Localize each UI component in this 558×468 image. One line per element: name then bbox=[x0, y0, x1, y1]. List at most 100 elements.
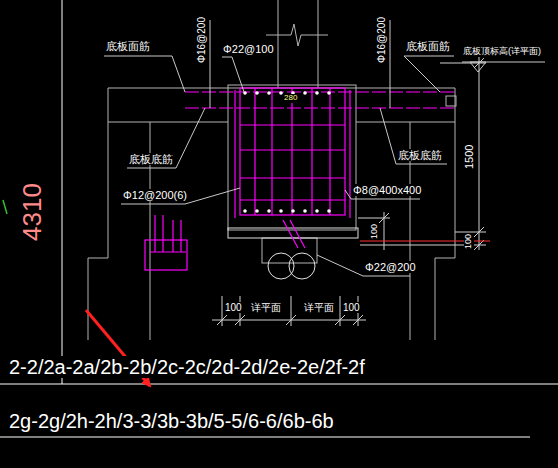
rebar-spec: Φ16@200 bbox=[376, 16, 387, 64]
rebar bbox=[271, 88, 272, 215]
section-list: 2g-2g/2h-2h/3-3/3b-3b/5-5/6-6/6b-6b bbox=[8, 410, 335, 432]
leader-lines bbox=[351, 199, 420, 200]
rebar-dot bbox=[315, 91, 319, 95]
dimension-lines bbox=[286, 315, 296, 325]
concrete-outline bbox=[318, 0, 319, 88]
dimension-lines bbox=[222, 296, 223, 326]
rebar bbox=[240, 177, 345, 178]
base-plate bbox=[228, 228, 358, 279]
section-list: 2-2/2a-2a/2b-2b/2c-2c/2d-2d/2e-2e/2f-2f bbox=[8, 356, 366, 378]
rebar-spec: Φ8@400x400 bbox=[352, 184, 422, 196]
dimension: 280 bbox=[283, 94, 298, 103]
rebar bbox=[240, 199, 345, 200]
leader-lines bbox=[404, 56, 454, 92]
dimension-note: 详平面 bbox=[250, 302, 282, 313]
concrete-outline bbox=[88, 0, 456, 340]
rebar-spec: Φ22@200 bbox=[364, 261, 417, 273]
base-plate bbox=[289, 253, 315, 279]
dimension: 100 bbox=[464, 233, 474, 250]
dimension-note: 详平面 bbox=[303, 302, 335, 313]
dimension: 100 bbox=[370, 223, 380, 240]
rebar-dot bbox=[267, 91, 271, 95]
concrete-outline bbox=[356, 122, 455, 123]
rebar bbox=[180, 220, 181, 252]
concrete-outline bbox=[278, 0, 279, 88]
rebar bbox=[311, 88, 312, 215]
marker-stroke bbox=[3, 200, 7, 214]
dimension-lines bbox=[353, 315, 363, 325]
dimension: 4310 bbox=[18, 182, 47, 242]
rebar bbox=[290, 220, 305, 248]
dimension: 1500 bbox=[463, 144, 475, 170]
rebar bbox=[240, 124, 345, 125]
rebar bbox=[240, 149, 345, 150]
dimension-lines bbox=[340, 296, 341, 326]
rebar bbox=[283, 220, 298, 248]
frame-lines bbox=[62, 0, 63, 384]
leader-lines bbox=[210, 20, 211, 108]
elevation-note: 底板顶标高(详平面) bbox=[462, 47, 542, 57]
rebar bbox=[254, 88, 255, 215]
rebar-dots bbox=[243, 91, 331, 213]
dimension-lines bbox=[335, 315, 345, 325]
dimension-lines bbox=[379, 213, 389, 223]
rebar bbox=[185, 107, 455, 108]
rebar bbox=[150, 251, 186, 252]
dimension-lines bbox=[217, 315, 227, 325]
leader-lines bbox=[317, 255, 363, 276]
dimension-lines bbox=[358, 218, 390, 219]
concrete-outline bbox=[435, 88, 455, 340]
rebar bbox=[145, 88, 455, 270]
rebar-dot bbox=[255, 209, 259, 213]
dimension-lines bbox=[474, 58, 484, 68]
dimension: 100 bbox=[342, 302, 361, 313]
rebar-dot bbox=[267, 209, 271, 213]
rebar bbox=[162, 215, 163, 252]
base-plate bbox=[268, 253, 294, 279]
dimension-lines bbox=[291, 296, 292, 326]
rebar-label: 底板面筋 bbox=[105, 40, 151, 52]
rebar-label: 底板面筋 bbox=[405, 40, 451, 52]
concrete-outline bbox=[446, 96, 456, 106]
marker-stroke bbox=[3, 200, 7, 214]
leader-lines bbox=[104, 56, 185, 92]
rebar-label: 底板底筋 bbox=[397, 149, 443, 161]
rebar-spec: Φ16@200 bbox=[196, 16, 207, 64]
rebar bbox=[234, 90, 235, 218]
dimension-lines bbox=[479, 55, 480, 250]
frame-lines bbox=[0, 437, 530, 438]
rebar bbox=[329, 88, 330, 215]
leader-lines bbox=[104, 20, 545, 276]
dimension: 100 bbox=[224, 302, 243, 313]
dimension-lines bbox=[474, 227, 484, 237]
rebar-dot bbox=[291, 209, 295, 213]
leader-lines bbox=[380, 108, 447, 164]
rebar-dot bbox=[303, 209, 307, 213]
concrete-outline bbox=[228, 85, 356, 230]
rebar-spec: Φ12@200(6) bbox=[122, 189, 188, 201]
rebar-dot bbox=[303, 91, 307, 95]
leader-lines bbox=[127, 108, 205, 168]
frame-lines bbox=[0, 384, 558, 385]
dimension-lines bbox=[212, 55, 486, 326]
rebar-dot bbox=[243, 209, 247, 213]
concrete-outline bbox=[108, 122, 228, 123]
rebar-dot bbox=[327, 209, 331, 213]
leader-lines bbox=[363, 276, 410, 277]
rebar-dot bbox=[315, 209, 319, 213]
base-plate bbox=[228, 228, 358, 238]
rebar-dot bbox=[279, 209, 283, 213]
leader-lines bbox=[222, 57, 244, 92]
concrete-outline bbox=[266, 24, 328, 46]
concrete-outline bbox=[88, 88, 108, 340]
rebar bbox=[240, 88, 345, 215]
rebar bbox=[185, 91, 455, 92]
leader-lines bbox=[121, 188, 240, 204]
rebar bbox=[172, 220, 173, 252]
rebar-label: 底板底筋 bbox=[128, 153, 174, 165]
rebar-dot bbox=[327, 91, 331, 95]
rebar-dot bbox=[255, 91, 259, 95]
rebar bbox=[291, 88, 292, 215]
